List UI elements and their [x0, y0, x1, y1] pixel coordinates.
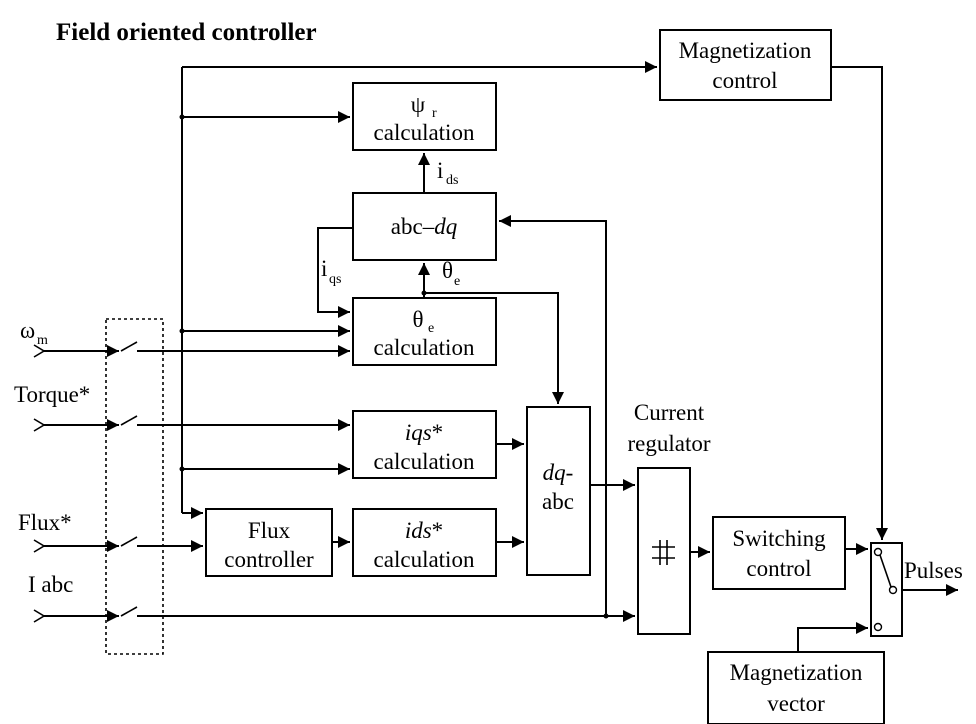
omega-m-subscript: m [37, 333, 48, 348]
input-switch-group [105, 318, 164, 655]
torque-input-port [33, 418, 46, 432]
magnetization-control-label-1: Magnetization [679, 38, 812, 63]
flux-controller-label-1: Flux [248, 518, 291, 543]
iqs-calculation-block: iqs* calculation [352, 410, 497, 479]
pulses-label: Pulses [904, 558, 963, 583]
switching-control-label-2: control [746, 556, 811, 581]
psi-symbol: ψ [411, 92, 426, 117]
iabc-switch [120, 606, 138, 617]
i-abc-label: I abc [28, 572, 73, 597]
ids-calculation-block: ids* calculation [352, 508, 497, 577]
omega-m-label: ω [20, 318, 35, 343]
theta-calculation-label: calculation [374, 335, 475, 360]
theta-symbol: θ [412, 307, 423, 332]
iqs-calc-label-2: calculation [374, 449, 475, 474]
theta-e-label: θ [442, 258, 453, 283]
flux-controller-block: Flux controller [205, 508, 333, 577]
diagram-title: Field oriented controller [56, 19, 317, 46]
dq-abc-block: dq- abc [526, 406, 591, 576]
magnetization-control-label-2: control [712, 68, 777, 93]
iabc-input-port [33, 609, 46, 623]
flux-switch [120, 536, 138, 547]
omega-switch [120, 341, 138, 352]
ids-label: i [437, 158, 443, 183]
psi-r-calculation-block: ψ r calculation [352, 82, 497, 151]
psi-subscript: r [432, 106, 437, 121]
iqs-calc-label-1: iqs* [405, 420, 443, 445]
multiport-switch-block [870, 542, 903, 637]
abc-dq-block: abc–dq [352, 192, 497, 261]
magnetization-vector-label-1: Magnetization [730, 660, 863, 685]
ids-calc-label-2: calculation [374, 547, 475, 572]
psi-calculation-label: calculation [374, 120, 475, 145]
current-regulator-block [637, 467, 691, 635]
theta-e-calculation-block: θ e calculation [352, 297, 497, 366]
current-regulator-label-2: regulator [627, 431, 710, 456]
iqs-subscript: qs [329, 272, 341, 287]
ids-calc-label-1: ids* [405, 518, 443, 543]
flux-input-port [33, 539, 46, 553]
magnetization-control-block: Magnetization control [659, 29, 832, 101]
iqs-label: i [321, 256, 327, 281]
theta-subscript: e [428, 321, 434, 336]
switching-control-label-1: Switching [732, 526, 826, 551]
hysteresis-icon [652, 540, 675, 565]
dq-abc-label-2: abc [542, 489, 574, 514]
magnetization-vector-label-2: vector [767, 691, 825, 716]
current-regulator-label-1: Current [634, 400, 705, 425]
switching-control-block: Switching control [712, 516, 846, 590]
torque-switch [120, 415, 138, 426]
magnetization-vector-block: Magnetization vector [707, 651, 885, 724]
dq-abc-label-1: dq- [543, 460, 574, 485]
abc-dq-label: abc–dq [391, 214, 457, 239]
ids-subscript: ds [446, 173, 458, 188]
theta-e-subscript: e [454, 274, 460, 289]
flux-ref-label: Flux* [18, 510, 72, 535]
torque-ref-label: Torque* [14, 382, 90, 407]
flux-controller-label-2: controller [224, 547, 314, 572]
